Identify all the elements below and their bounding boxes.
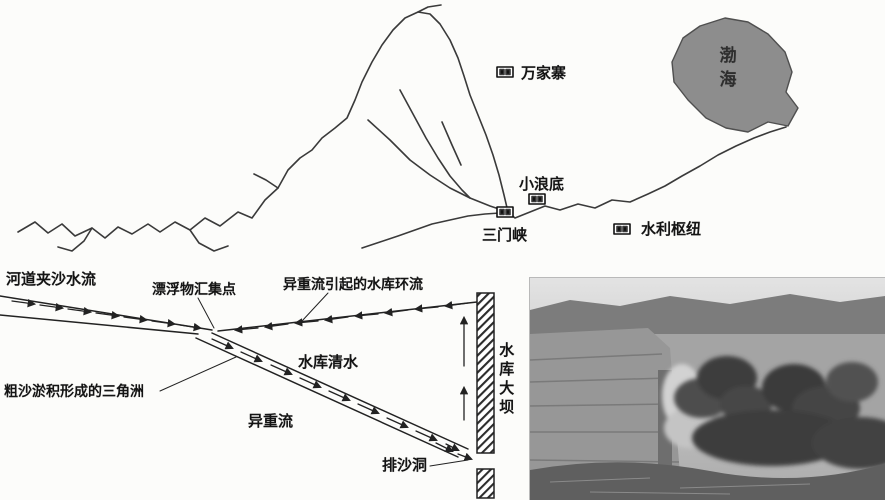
map-label-xiaolangdi: 小浪底 (519, 176, 565, 193)
delta-slope-upper (211, 332, 469, 450)
outlet-arrows (435, 442, 473, 461)
label-density-current: 异重流 (248, 413, 294, 430)
leader-delta (159, 356, 237, 392)
label-sediment-outlet: 排沙洞 (382, 457, 428, 474)
river-tributary (441, 121, 462, 166)
label-river-inflow: 河道夹沙水流 (6, 271, 97, 288)
leader-outlet (429, 459, 469, 467)
dam-outlet-block (476, 468, 495, 499)
map-label-bohai: 渤海 (716, 46, 736, 94)
bohai-sea-shape (671, 17, 799, 133)
river-tributary (367, 119, 506, 212)
dam-icon-xiaolangdi (528, 193, 546, 205)
reservoir-schematic (0, 292, 495, 499)
leader-circulation (301, 292, 329, 322)
inflow-arrows (11, 298, 203, 332)
label-delta: 粗沙淤积形成的三角洲 (4, 383, 144, 399)
dam-icon-sanmenxia (496, 206, 514, 218)
dam-icon-wanjiazhai (496, 66, 514, 78)
leader-plunge (197, 297, 215, 329)
river-branch (189, 229, 229, 252)
river-tributary (399, 89, 471, 199)
label-plunge-point: 漂浮物汇集点 (152, 281, 236, 297)
river-branch (57, 227, 93, 252)
river-fork-top (417, 4, 442, 13)
label-circulation: 异重流引起的水库环流 (283, 276, 423, 292)
photo-mud-plumes (674, 356, 885, 469)
surface-return-arrows (233, 300, 469, 334)
dam-icon-legend (613, 223, 631, 235)
label-clear-water: 水库清水 (298, 354, 359, 371)
label-dam: 水库大坝 (497, 342, 515, 418)
photo-water-streaks (549, 477, 811, 495)
map-label-sanmenxia: 三门峡 (482, 227, 528, 244)
map-label-wanjiazhai: 万家寨 (521, 65, 567, 82)
river-tributary-wei (361, 211, 509, 249)
inflow-bank-lower (0, 314, 199, 335)
map-legend-label: 水利枢纽 (641, 221, 702, 238)
leader-lines (159, 292, 469, 467)
river-map (17, 4, 799, 252)
river-branch (253, 173, 279, 189)
photo-foreground-water (530, 462, 885, 500)
delta-slope-lower (195, 337, 459, 458)
dam-wall (476, 292, 495, 454)
yellow-river-main (17, 11, 787, 239)
density-current-arrows (211, 338, 460, 451)
photo-sediment-discharge (529, 277, 885, 500)
